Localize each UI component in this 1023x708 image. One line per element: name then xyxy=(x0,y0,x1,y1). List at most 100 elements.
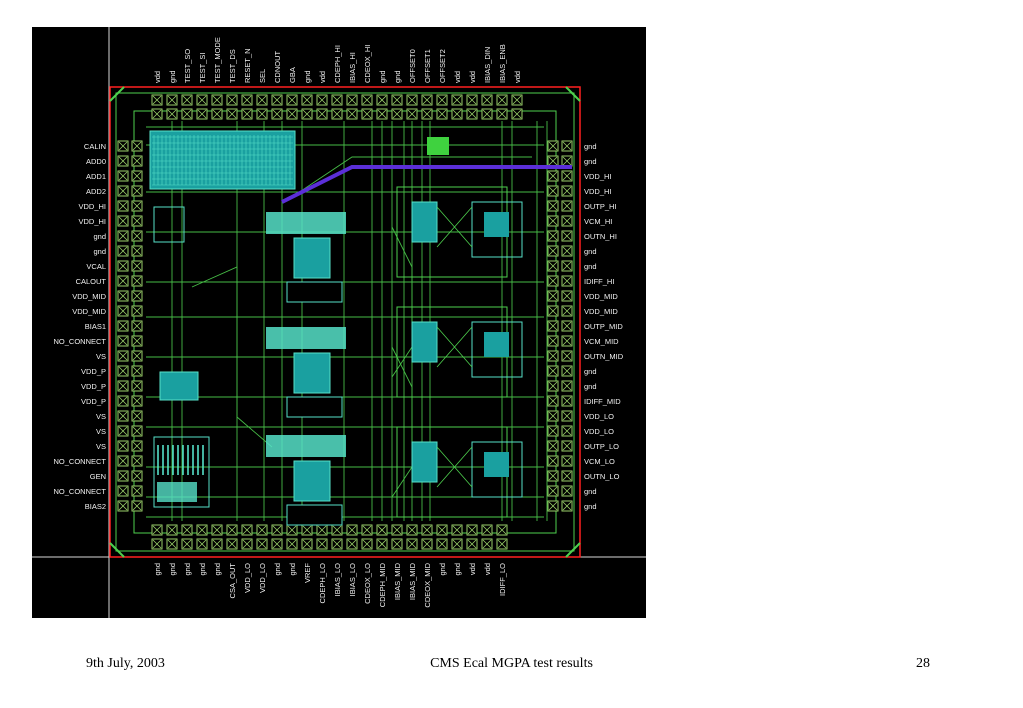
pad-top-inner xyxy=(256,108,268,120)
pad-top-inner xyxy=(331,108,343,120)
pad-left xyxy=(117,485,129,497)
corner-tr xyxy=(565,86,581,102)
pin-label-top: CDNOUT xyxy=(273,51,282,83)
pad-right-inner xyxy=(547,425,559,437)
power-bus xyxy=(281,165,572,204)
pin-label-right: VDD_HI xyxy=(584,187,612,196)
pad-right xyxy=(561,140,573,152)
pin-label-bottom: IBIAS_LO xyxy=(348,563,357,597)
pad-right xyxy=(561,305,573,317)
pin-label-bottom: CDEOX_MID xyxy=(423,562,432,607)
pad-bottom-inner xyxy=(271,524,283,536)
page-number: 28 xyxy=(916,656,930,671)
pad-left xyxy=(117,290,129,302)
pad-right-inner xyxy=(547,290,559,302)
pad-right-inner xyxy=(547,350,559,362)
pad-bottom-inner xyxy=(466,524,478,536)
pad-bottom-inner xyxy=(196,524,208,536)
preamp-core-hi xyxy=(293,237,331,279)
pad-left xyxy=(117,260,129,272)
preamp-block-mid xyxy=(266,327,346,349)
pin-label-bottom: gnd xyxy=(183,563,192,576)
pad-left xyxy=(117,380,129,392)
pad-bottom-inner xyxy=(331,524,343,536)
preamp-cap-hi xyxy=(286,281,343,303)
pad-top xyxy=(181,94,193,106)
pin-label-left: NO_CONNECT xyxy=(53,487,106,496)
pad-right-inner xyxy=(547,470,559,482)
pad-top-inner xyxy=(451,108,463,120)
die-boundary xyxy=(109,86,581,558)
pad-bottom xyxy=(421,538,433,550)
pad-top-inner xyxy=(226,108,238,120)
pad-bottom-inner xyxy=(346,524,358,536)
pad-bottom-inner xyxy=(436,524,448,536)
pin-label-top: SEL xyxy=(258,69,267,83)
pad-right xyxy=(561,170,573,182)
pin-label-bottom: gnd xyxy=(168,563,177,576)
preamp-cap-mid xyxy=(286,396,343,418)
pin-label-top: vdd xyxy=(153,71,162,83)
pin-label-bottom: VDD_LO xyxy=(243,563,252,593)
pad-right-inner xyxy=(547,200,559,212)
pad-left-inner xyxy=(131,185,143,197)
pin-label-right: VCM_LO xyxy=(584,457,615,466)
pad-right xyxy=(561,395,573,407)
pad-right-inner xyxy=(547,215,559,227)
pin-label-top: IBIAS_DIN xyxy=(483,47,492,83)
pad-top xyxy=(241,94,253,106)
pin-label-left: VCAL xyxy=(86,262,106,271)
pad-right xyxy=(561,200,573,212)
footer-title: CMS Ecal MGPA test results xyxy=(430,656,593,671)
pad-left xyxy=(117,425,129,437)
pad-bottom xyxy=(151,538,163,550)
pin-label-bottom: gnd xyxy=(198,563,207,576)
pad-left-inner xyxy=(131,365,143,377)
outstage-right-lo xyxy=(471,441,523,498)
corner-bl xyxy=(109,542,125,558)
pin-label-right: VCM_HI xyxy=(584,217,612,226)
pad-left-inner xyxy=(131,260,143,272)
pad-bottom-inner xyxy=(481,524,493,536)
pin-label-top: GBA xyxy=(288,67,297,83)
pin-label-left: VDD_HI xyxy=(78,202,106,211)
pad-right xyxy=(561,485,573,497)
pad-top-inner xyxy=(271,108,283,120)
pad-bottom xyxy=(271,538,283,550)
pad-left xyxy=(117,395,129,407)
pad-bottom xyxy=(301,538,313,550)
pad-bottom xyxy=(406,538,418,550)
pin-label-top: IBIAS_HI xyxy=(348,52,357,83)
pad-top-inner xyxy=(196,108,208,120)
pin-label-top: TEST_SO xyxy=(183,49,192,83)
pin-label-left: VS xyxy=(96,412,106,421)
pad-left xyxy=(117,305,129,317)
pad-top xyxy=(496,94,508,106)
pad-top xyxy=(466,94,478,106)
pad-right xyxy=(561,155,573,167)
pin-label-bottom: CDEPH_MID xyxy=(378,562,387,607)
pad-top xyxy=(346,94,358,106)
pin-label-left: ADD1 xyxy=(86,172,106,181)
pin-label-right: gnd xyxy=(584,157,597,166)
pad-bottom-inner xyxy=(391,524,403,536)
pin-label-bottom: CSA_OUT xyxy=(228,563,237,599)
pin-label-left: gnd xyxy=(93,247,106,256)
pad-right xyxy=(561,320,573,332)
pad-bottom-inner xyxy=(256,524,268,536)
pad-bottom xyxy=(286,538,298,550)
pad-top xyxy=(166,94,178,106)
pad-bottom xyxy=(196,538,208,550)
pad-left xyxy=(117,200,129,212)
outstage-cross-mid xyxy=(436,326,473,368)
pin-label-right: OUTP_LO xyxy=(584,442,619,451)
pad-left xyxy=(117,440,129,452)
pad-bottom xyxy=(316,538,328,550)
pad-top-inner xyxy=(181,108,193,120)
pad-right xyxy=(561,335,573,347)
pad-bottom-inner xyxy=(166,524,178,536)
pad-top xyxy=(256,94,268,106)
pad-right-inner xyxy=(547,170,559,182)
corner-tl xyxy=(109,86,125,102)
pad-bottom-inner xyxy=(361,524,373,536)
